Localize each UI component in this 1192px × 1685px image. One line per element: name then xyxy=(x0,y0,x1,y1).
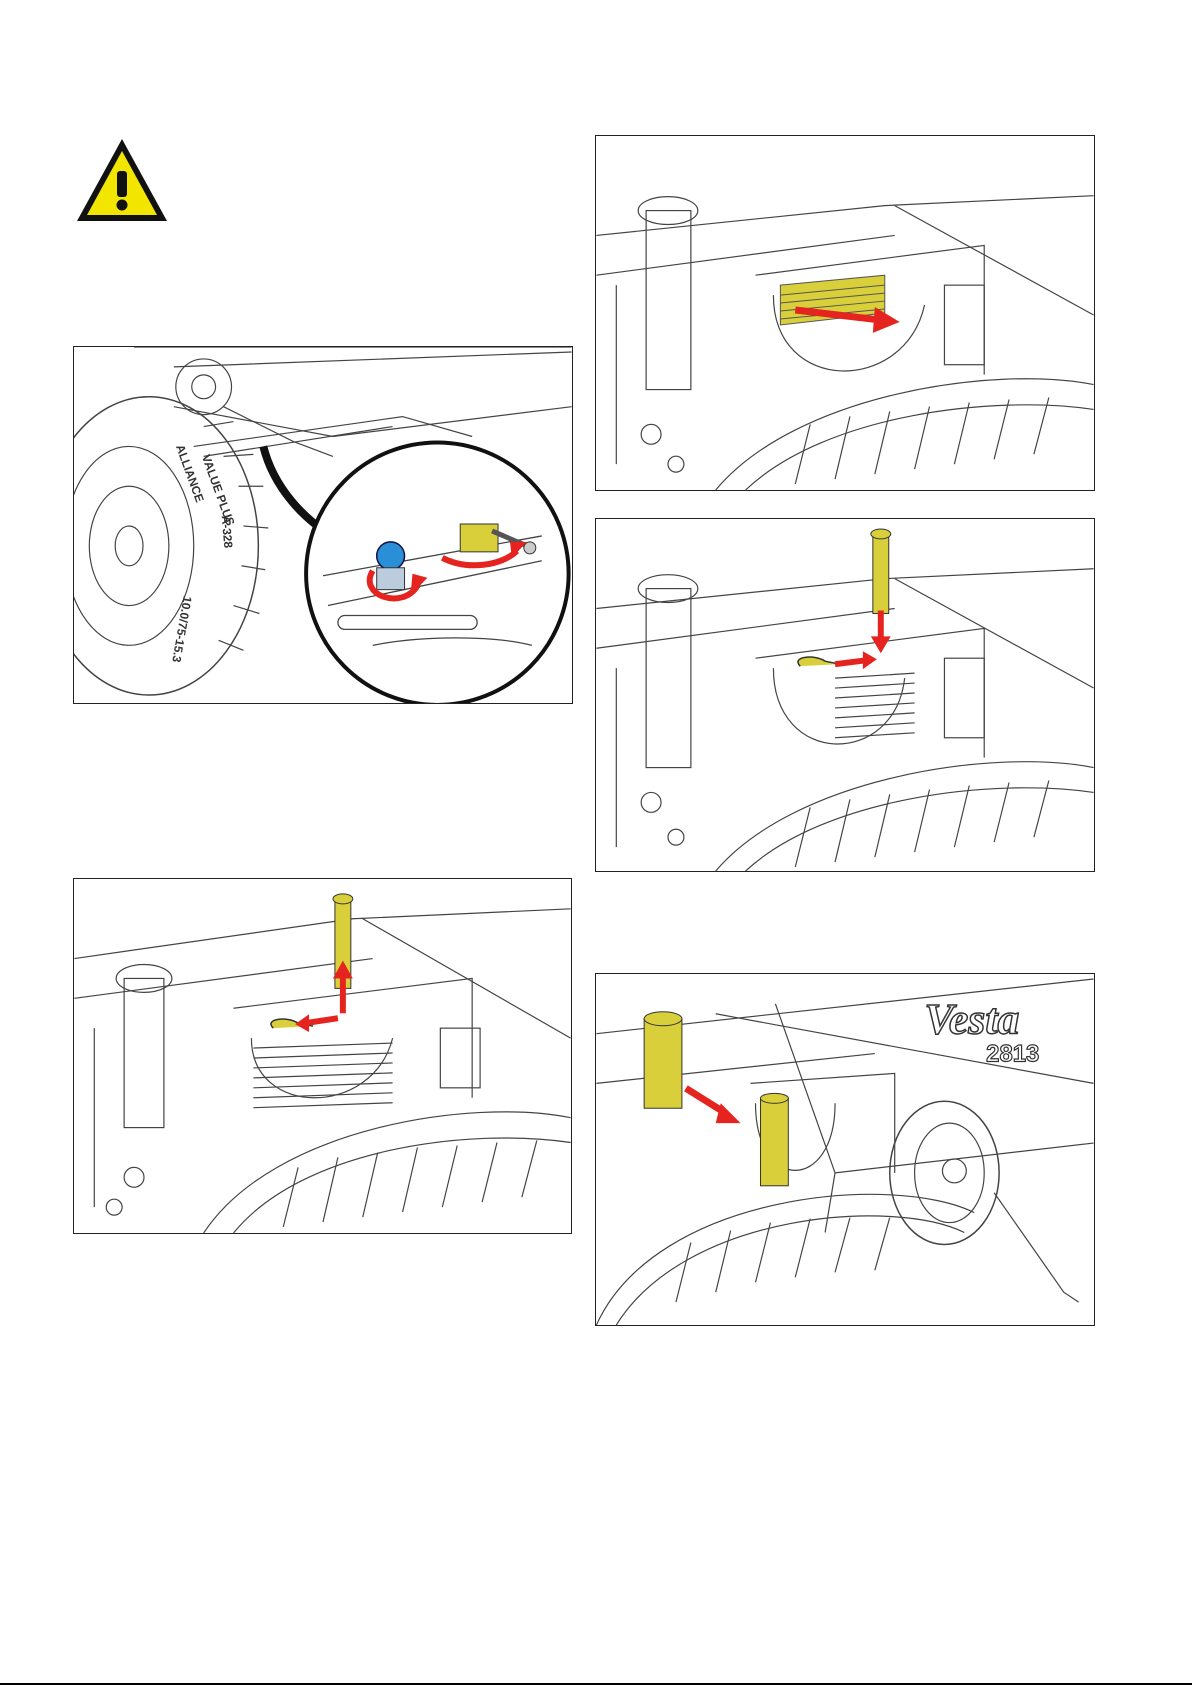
figure-pin-removal xyxy=(73,878,572,1234)
blue-valve-icon xyxy=(377,542,405,570)
pin-in-slot-icon xyxy=(760,1098,788,1186)
arrow-left-icon xyxy=(305,1018,338,1023)
figure-transport-position: Vesta 2813 xyxy=(595,973,1095,1326)
yellow-valve-icon xyxy=(460,524,498,552)
figure-pin-insert xyxy=(595,518,1095,872)
tyre-text-2: A-328 xyxy=(219,515,236,549)
transport-pin-icon xyxy=(644,1019,682,1108)
arrow-right-icon xyxy=(835,660,867,664)
warning-triangle-icon xyxy=(74,135,170,227)
tyre-text-0: ALLIANCE xyxy=(173,443,207,504)
figure-valve-detail: ALLIANCE VALUE PLUS A-328 10.0/75-15.3 xyxy=(73,346,573,704)
model-number: 2813 xyxy=(986,1041,1039,1068)
pin-icon xyxy=(873,534,889,614)
lynch-pin-icon xyxy=(798,657,840,666)
tyre-text-3: 10.0/75-15.3 xyxy=(169,595,194,664)
figure-stack-swing xyxy=(595,135,1095,491)
brand-logo: Vesta xyxy=(925,996,1020,1044)
zoom-detail-circle xyxy=(306,442,569,703)
